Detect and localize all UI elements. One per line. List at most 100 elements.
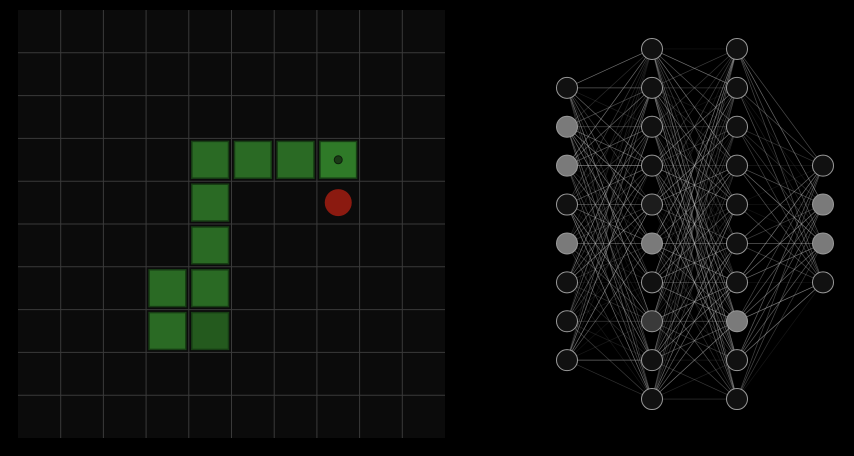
neuron-node xyxy=(726,115,748,138)
connection-line xyxy=(566,204,653,400)
snake-segment xyxy=(276,140,315,179)
neuron-node xyxy=(641,37,663,60)
connection-line xyxy=(736,282,824,322)
connection-line xyxy=(566,165,653,283)
connection-line xyxy=(736,165,824,361)
neuron-node xyxy=(812,232,834,255)
network-connections xyxy=(566,48,824,400)
neuron-node xyxy=(726,76,748,99)
connection-line xyxy=(566,165,653,283)
connection-line xyxy=(566,243,653,283)
neuron-node xyxy=(726,232,748,255)
connection-line xyxy=(566,204,653,361)
connection-line xyxy=(651,48,738,283)
connection-line xyxy=(651,243,738,322)
connection-line xyxy=(566,126,653,166)
connection-line xyxy=(566,165,653,244)
connection-line xyxy=(736,165,824,283)
connection-line xyxy=(736,165,824,244)
connection-line xyxy=(651,48,738,244)
snake-head xyxy=(319,140,358,179)
connection-line xyxy=(736,204,824,400)
connection-line xyxy=(566,87,653,166)
neuron-node xyxy=(726,154,748,177)
connection-line xyxy=(651,87,738,361)
connection-line xyxy=(651,87,738,205)
connection-line xyxy=(651,48,738,128)
connection-line xyxy=(566,48,653,128)
snake-segment xyxy=(148,311,187,351)
connection-line xyxy=(736,126,824,205)
connection-line xyxy=(566,320,653,361)
connection-line xyxy=(566,48,653,205)
connection-line xyxy=(651,165,738,361)
neuron-node xyxy=(641,76,663,99)
connection-line xyxy=(566,87,653,244)
connection-line xyxy=(651,320,738,400)
connection-line xyxy=(566,282,653,361)
connection-line xyxy=(566,243,653,361)
connection-line xyxy=(736,204,824,361)
connection-line xyxy=(651,87,738,400)
food-apple xyxy=(324,189,352,217)
connection-line xyxy=(566,359,653,400)
connection-line xyxy=(651,48,738,361)
neuron-node xyxy=(726,349,748,372)
connection-line xyxy=(566,204,653,244)
neuron-node xyxy=(812,154,834,177)
connection-line xyxy=(566,126,653,322)
snake-segment xyxy=(191,269,230,308)
connection-line xyxy=(566,282,653,400)
connection-line xyxy=(651,48,738,166)
neuron-node xyxy=(726,388,748,411)
neuron-node xyxy=(641,115,663,138)
connection-line xyxy=(566,87,653,361)
connection-line xyxy=(566,48,653,244)
connection-line xyxy=(736,204,824,283)
connection-line xyxy=(736,165,824,322)
connection-line xyxy=(651,165,738,400)
snake-segment xyxy=(233,140,272,179)
snake-segment xyxy=(191,183,230,222)
connection-line xyxy=(566,243,653,361)
input-layer xyxy=(556,76,578,372)
connection-line xyxy=(566,204,653,244)
neuron-node xyxy=(641,310,663,333)
connection-line xyxy=(651,204,738,283)
connection-line xyxy=(566,87,653,283)
neuron-node xyxy=(726,193,748,216)
connection-line xyxy=(651,48,738,322)
connection-line xyxy=(736,126,824,166)
connection-line xyxy=(651,48,738,89)
snake-segment xyxy=(191,226,230,265)
snake-segment xyxy=(191,140,230,179)
neural-network-diagram xyxy=(556,37,834,411)
connection-line xyxy=(651,165,738,283)
connection-line xyxy=(651,282,738,361)
connection-line xyxy=(651,204,738,322)
connection-line xyxy=(651,204,738,400)
connection-line xyxy=(736,48,824,166)
connection-line xyxy=(566,282,653,322)
connection-line xyxy=(651,243,738,400)
neuron-node xyxy=(641,193,663,216)
neuron-node xyxy=(812,271,834,294)
connection-line xyxy=(651,126,738,166)
connection-line xyxy=(566,320,653,361)
neuron-node xyxy=(556,193,578,216)
connection-line xyxy=(566,204,653,322)
hidden-layer-1 xyxy=(641,37,663,411)
connection-line xyxy=(736,243,824,322)
connection-line xyxy=(566,87,653,322)
connection-line xyxy=(736,165,824,400)
connection-line xyxy=(651,126,738,361)
connection-line xyxy=(566,282,653,361)
connection-line xyxy=(651,48,738,166)
connection-line xyxy=(736,48,824,244)
neuron-node xyxy=(641,154,663,177)
neuron-node xyxy=(641,388,663,411)
connection-line xyxy=(651,48,738,89)
neuron-node xyxy=(556,232,578,255)
neuron-node xyxy=(641,349,663,372)
game-board xyxy=(18,10,445,438)
